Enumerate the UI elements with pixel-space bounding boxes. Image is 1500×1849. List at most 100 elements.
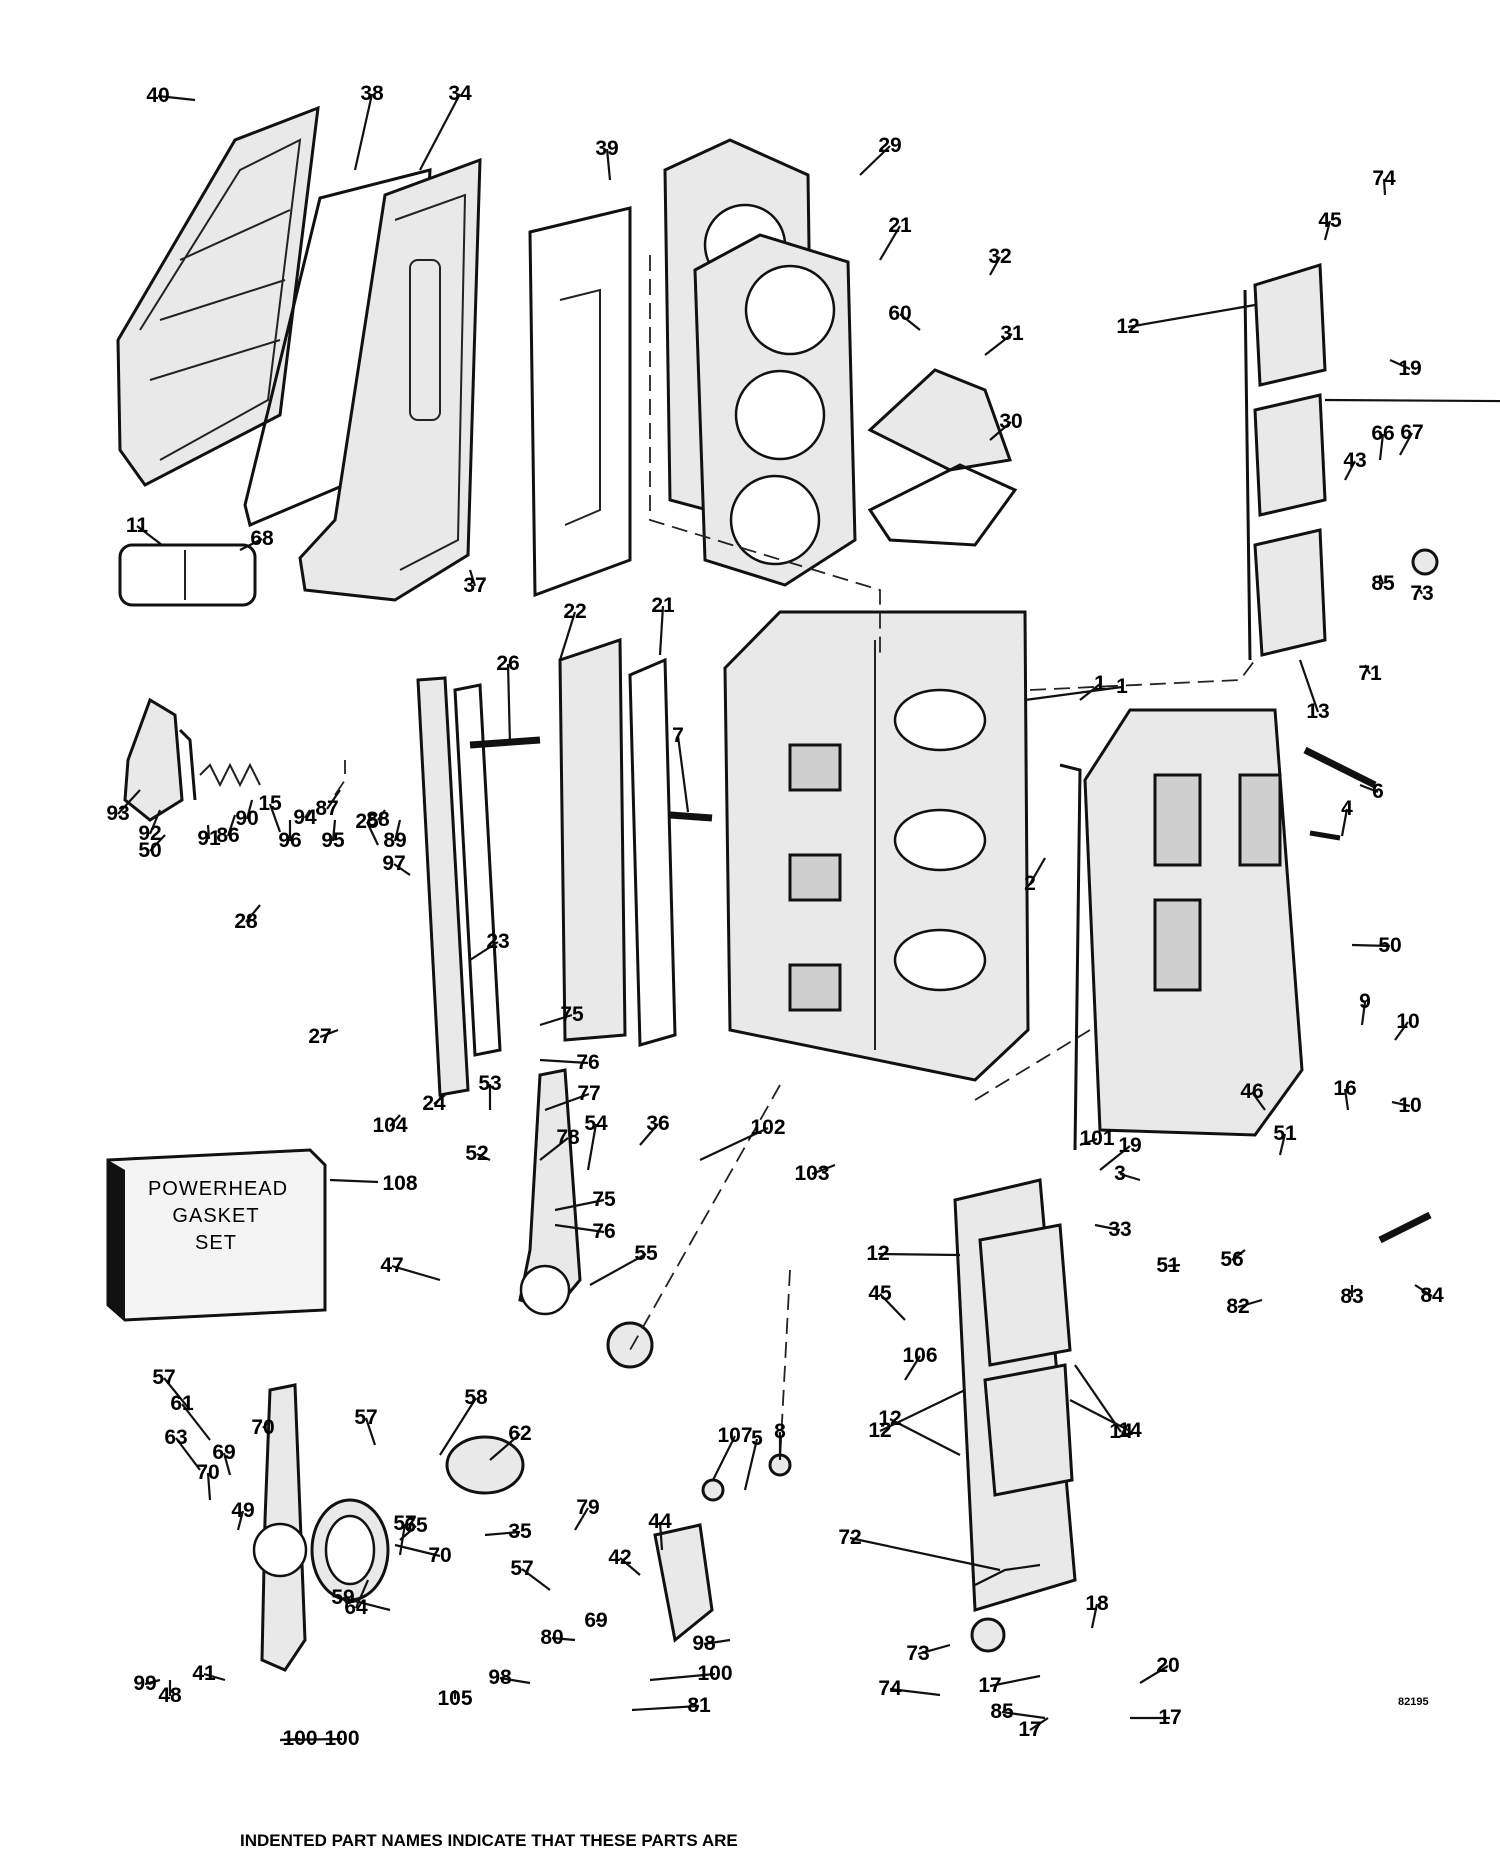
- callout-22: 22: [563, 600, 586, 623]
- callout-42: 42: [608, 1546, 631, 1569]
- callout-leader: [181, 1403, 211, 1441]
- reed-assembly-top: [1243, 262, 1327, 661]
- callout-21: 21: [888, 214, 912, 237]
- callout-76: 76: [592, 1220, 615, 1243]
- callout-90: 90: [235, 807, 258, 830]
- callout-leader: [1360, 1001, 1367, 1026]
- assembly-line: [629, 1084, 781, 1351]
- callout-leader: [206, 824, 211, 840]
- callout-leader: [1364, 664, 1371, 675]
- callout-35: 35: [508, 1520, 532, 1543]
- callout-leader: [1382, 178, 1387, 196]
- callout-leader: [917, 1643, 951, 1656]
- callout-leader: [1251, 1091, 1266, 1111]
- callout-64: 64: [344, 1596, 368, 1619]
- washer-36: [606, 1321, 654, 1369]
- callout-leader: [342, 1596, 391, 1612]
- callout-leader: [1391, 1100, 1411, 1108]
- callout-leader: [1340, 808, 1349, 837]
- callout-leader: [1119, 1172, 1141, 1182]
- callout-leader: [1099, 1145, 1131, 1171]
- gasket-set-line2: GASKET: [172, 1205, 259, 1227]
- callout-leader: [439, 1397, 477, 1456]
- callout-leader: [1069, 1399, 1131, 1432]
- callout-81: 81: [687, 1694, 711, 1717]
- callout-leader: [326, 789, 341, 810]
- callout-56: 56: [1220, 1248, 1243, 1271]
- callout-61: 61: [170, 1392, 194, 1415]
- bolt-84: [1378, 1211, 1432, 1244]
- callout-76: 76: [576, 1051, 599, 1074]
- gasket-39: [528, 206, 632, 598]
- connecting-rod-55: [518, 1068, 582, 1316]
- assembly-line: [1029, 659, 1256, 691]
- callout-leader: [1351, 943, 1391, 948]
- callout-94: 94: [293, 806, 317, 829]
- callout-leader: [1024, 685, 1123, 702]
- callout-15: 15: [258, 792, 282, 815]
- callout-100: 100: [697, 1662, 732, 1685]
- callout-leader: [879, 1293, 906, 1321]
- callout-leader: [1324, 398, 1500, 403]
- callout-100: 100: [282, 1727, 317, 1750]
- assembly-line: [334, 760, 346, 796]
- callout-51: 51: [1156, 1254, 1180, 1277]
- callout-leader: [353, 93, 374, 171]
- callout-95: 95: [321, 829, 345, 852]
- callout-57: 57: [510, 1557, 533, 1580]
- callout-77: 77: [577, 1082, 600, 1105]
- callout-leader: [1278, 1133, 1287, 1156]
- callout-59: 59: [331, 1586, 354, 1609]
- callout-19: 19: [1118, 1134, 1141, 1157]
- callout-52: 52: [465, 1142, 488, 1165]
- callout-92: 92: [138, 822, 161, 845]
- callout-82: 82: [1226, 1295, 1249, 1318]
- callout-leader: [117, 789, 141, 815]
- callout-87: 87: [315, 797, 338, 820]
- callout-98: 98: [692, 1632, 716, 1655]
- callout-47: 47: [380, 1254, 403, 1277]
- callout-leader: [1094, 1223, 1121, 1232]
- callout-83: 83: [1340, 1285, 1363, 1308]
- callout-leader: [1001, 1710, 1046, 1720]
- callout-40: 40: [146, 84, 169, 107]
- gasket-30: [867, 463, 1018, 547]
- callout-48: 48: [158, 1684, 182, 1707]
- callout-14: 14: [1109, 1420, 1133, 1443]
- callout-leader: [262, 1419, 271, 1429]
- crankcase-1: [1083, 708, 1304, 1137]
- callout-leader: [989, 256, 1001, 276]
- callout-leader: [859, 145, 891, 176]
- callout-66: 66: [1371, 422, 1394, 445]
- callout-leader: [554, 1223, 605, 1234]
- callout-leader: [558, 611, 577, 661]
- callout-leader: [469, 941, 499, 961]
- callout-68: 68: [250, 527, 274, 550]
- spring-86: [199, 762, 261, 788]
- callout-leader: [743, 1438, 759, 1491]
- callout-leader: [484, 1530, 521, 1537]
- callout-leader: [1079, 1137, 1098, 1147]
- callout-16: 16: [1333, 1077, 1356, 1100]
- callout-leader: [1394, 1021, 1409, 1041]
- callout-27: 27: [308, 1025, 331, 1048]
- bolt-26: [469, 736, 541, 749]
- callout-leader: [649, 1672, 716, 1682]
- callout-45: 45: [868, 1282, 892, 1305]
- callout-leader: [1029, 857, 1046, 885]
- callout-70: 70: [428, 1544, 451, 1567]
- callout-leader: [354, 1579, 370, 1609]
- callout-leader: [877, 1252, 961, 1257]
- callout-leader: [658, 1521, 664, 1551]
- callout-89: 89: [383, 829, 406, 852]
- callout-leader: [595, 1618, 601, 1623]
- callout-50: 50: [1378, 934, 1401, 957]
- callout-62: 62: [508, 1422, 531, 1445]
- callout-leader: [554, 1198, 605, 1212]
- callout-leader: [586, 1123, 598, 1171]
- callout-74: 74: [878, 1677, 902, 1700]
- callout-leader: [393, 863, 411, 876]
- exhaust-cover-38: [116, 105, 320, 487]
- lever-72: [974, 1563, 1041, 1586]
- callout-102: 102: [750, 1116, 785, 1139]
